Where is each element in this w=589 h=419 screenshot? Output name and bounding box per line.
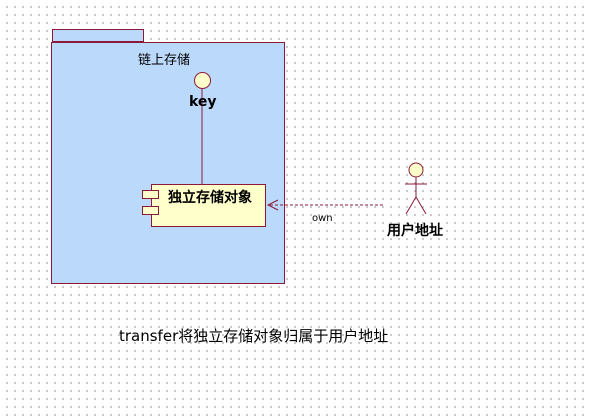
dependency-label: own: [312, 213, 333, 224]
component-port-icon: [142, 190, 159, 199]
component-label: 独立存储对象: [168, 190, 252, 206]
diagram-caption: transfer将独立存储对象归属于用户地址: [119, 327, 389, 345]
actor-stick-figure-icon[interactable]: [400, 160, 432, 218]
package-tab[interactable]: [52, 29, 144, 42]
actor-label: 用户地址: [387, 223, 443, 239]
component-box[interactable]: [151, 184, 266, 227]
own-dependency-arrowhead: [266, 199, 279, 211]
interface-lollipop-icon[interactable]: [194, 72, 211, 89]
package-name: 链上存储: [138, 53, 191, 68]
package-body[interactable]: [51, 42, 285, 284]
component-port-icon: [142, 206, 159, 215]
interface-label: key: [189, 94, 217, 110]
